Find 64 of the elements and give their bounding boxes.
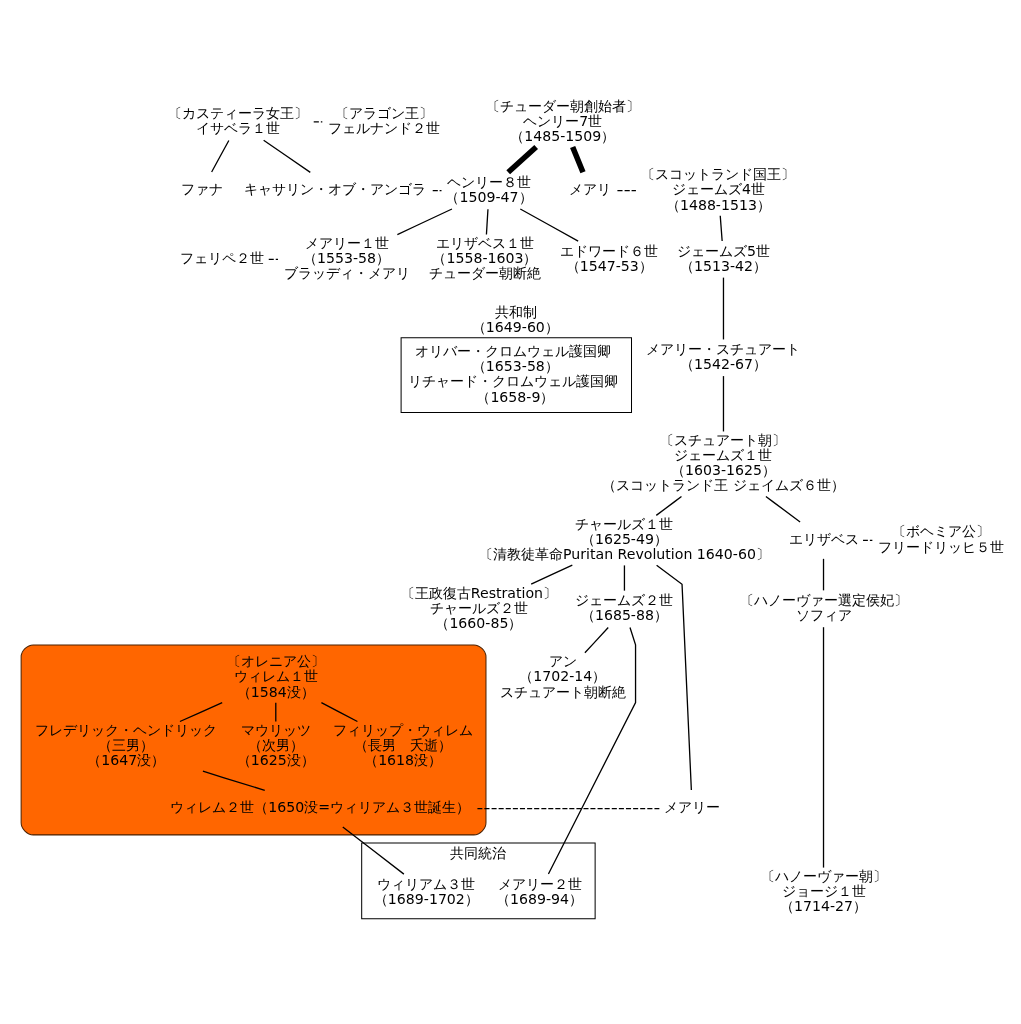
connector (267, 258, 279, 260)
connector (861, 539, 873, 541)
node-text: ファナ (180, 181, 223, 198)
node-text: マウリッツ （次男） （1625没） (236, 722, 315, 769)
node-text: メアリー・スチュアート （1542-67） (645, 341, 800, 373)
node-text: ウィレム２世（1650没=ウィリアム３世誕生） (169, 799, 470, 816)
connector (396, 208, 453, 236)
node-label: 共和制 (494, 303, 537, 320)
connector (616, 190, 637, 192)
node-text: エドワード６世 （1547-53） (559, 242, 658, 274)
node-text: エリザベス (788, 531, 859, 548)
connector (722, 276, 724, 341)
node-text: ヘンリー８世 （1509-47） (445, 173, 533, 205)
connector (178, 701, 223, 723)
connector (262, 139, 311, 174)
connector (201, 770, 265, 792)
connector (655, 495, 682, 517)
connector (822, 626, 824, 869)
node-text: 〔オレニア公〕 ウィレム１世 （1584没） (226, 653, 325, 700)
connector (547, 626, 636, 875)
connector (623, 564, 625, 592)
node-text: アン （1702-14） スチュアート朝断絶 (499, 653, 626, 700)
node-text: 〔スチュアート朝〕 ジェームズ１世 （1603-1625） （スコットランド王 ジェイムズ６世） (601, 432, 845, 494)
connector (519, 208, 579, 242)
connector (431, 190, 442, 192)
node-text: メアリー (663, 799, 720, 816)
connector (210, 139, 229, 173)
node-text: フェリペ２世 (179, 250, 264, 267)
connector (312, 121, 323, 123)
connector (719, 215, 723, 242)
node-text: 〔王政復古Restration〕 チャールズ２世 （1660-85） (400, 584, 557, 631)
connector (530, 564, 573, 585)
node-text: 〔ハノーヴァー選定侯妃〕 ソフィア (739, 592, 908, 624)
connector (822, 558, 824, 592)
cluster (20, 644, 486, 836)
connector (274, 702, 276, 723)
connector (655, 564, 692, 791)
node-text: 〔ハノーヴァー朝〕 ジョージ１世 （1714-27） (760, 868, 887, 915)
connector (764, 495, 801, 523)
node-text: フレデリック・ヘンドリック （三男） （1647没） (34, 722, 217, 769)
node-text: エリザベス１世 （1558-1603） チューダー朝断絶 (428, 234, 541, 282)
node-text: 〔アラゴン王〕 フェルナンド２世 (327, 105, 440, 137)
node-text: 〔スコットランド国王〕 ジェームズ4世 （1488-1513） (640, 166, 795, 213)
node-text: 〔カスティーラ女王〕 イサベラ１世 (167, 105, 308, 137)
node-text: チャールズ１世 （1625-49） 〔清教徒革命Puritan Revolution 1640-60〕 (478, 515, 770, 563)
connector (320, 701, 358, 723)
node-text: フィリップ・ウィレム （長男 夭逝） （1618没） (332, 722, 473, 769)
node-text: 〔チューダー朝創始者〕 ヘンリー7世 （1485-1509） (485, 97, 640, 144)
node-text: ウィリアム３世 （1689-1702） (373, 875, 479, 907)
node-text: キャサリン・オブ・アンゴラ (243, 181, 426, 198)
connector (583, 626, 609, 654)
connector (505, 144, 538, 175)
node-label: （1649-60） (471, 318, 559, 335)
node-text: メアリー２世 （1689-94） (495, 875, 583, 907)
node-text: ジェームズ5世 （1513-42） (676, 242, 770, 274)
connector (476, 807, 660, 810)
node-text: メアリー１世 （1553-58） ブラッディ・メアリ (283, 234, 410, 282)
connector (722, 375, 724, 433)
node-text: メアリ (568, 181, 611, 198)
node-box: オリバー・クロムウェル護国卿 （1653-58） リチャード・クロムウェル護国卿 （1658-9） (400, 337, 632, 413)
connector (485, 208, 489, 236)
node-text: 〔ボヘミア公〕 フリードリッヒ５世 (877, 523, 1004, 555)
connector (569, 145, 586, 174)
node-text: ジェームズ２世 （1685-88） (574, 592, 673, 624)
